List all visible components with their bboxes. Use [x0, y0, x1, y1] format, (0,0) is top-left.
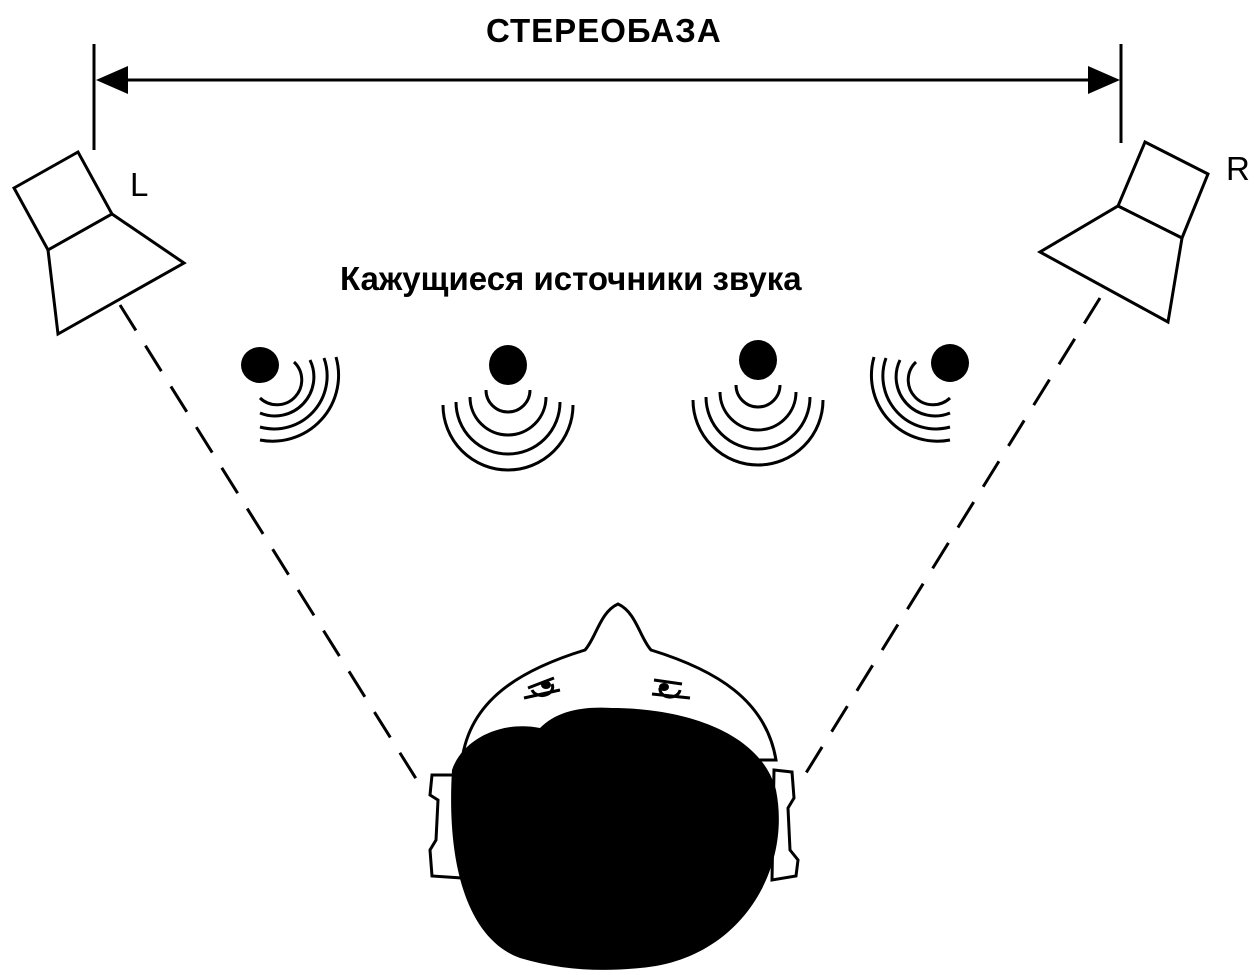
- stereo-base-title: СТЕРЕОБАЗА: [486, 14, 722, 47]
- left-arrowhead: [96, 66, 128, 94]
- hair: [451, 708, 779, 970]
- left-speaker-label: L: [130, 168, 148, 201]
- apparent-sources-label: Кажущиеся источники звука: [340, 262, 802, 295]
- right-speaker: [1040, 142, 1208, 322]
- listener-head: [430, 604, 798, 970]
- stereo-base-dimension: [94, 44, 1121, 150]
- apparent-source-2: [443, 345, 573, 470]
- apparent-source-1: [241, 347, 339, 441]
- right-speaker-label: R: [1226, 152, 1250, 185]
- right-arrowhead: [1088, 66, 1120, 94]
- apparent-source-3: [693, 340, 823, 465]
- left-speaker: [14, 152, 184, 334]
- apparent-source-4: [871, 344, 969, 441]
